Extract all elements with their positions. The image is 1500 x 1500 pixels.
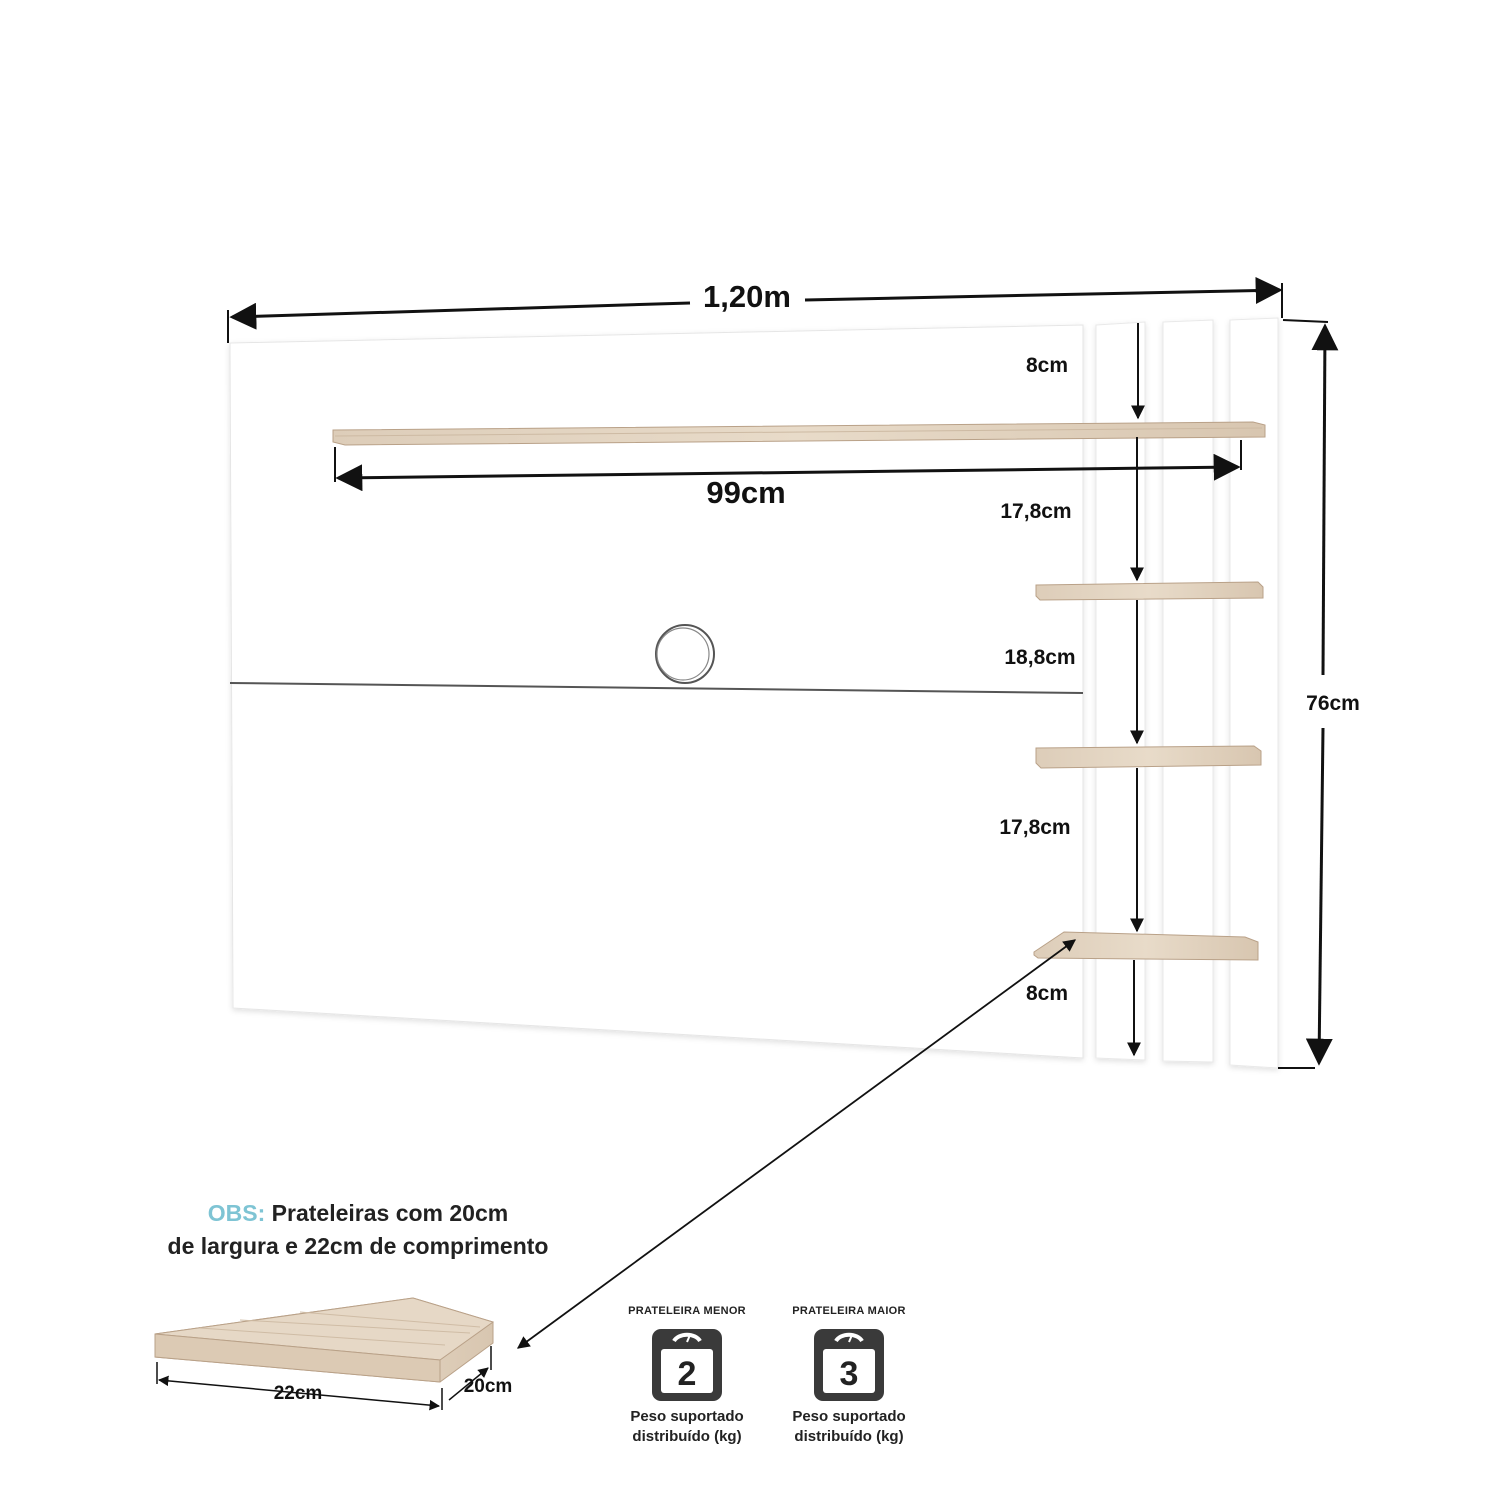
- label-gap-2: 18,8cm: [1004, 646, 1075, 669]
- dimension-total-height: [1278, 319, 1339, 1069]
- weight-note-line2: distribuído (kg): [632, 1428, 742, 1445]
- dimension-shelf-length: [334, 440, 1242, 492]
- tv-panel: [229, 317, 1279, 1069]
- weight-badge-caption: PRATELEIRA MAIOR: [792, 1305, 906, 1317]
- label-total-width: 1,20m: [703, 279, 791, 314]
- shelf-small-2: [1035, 745, 1262, 769]
- obs-line1: Prateleiras com 20cm: [271, 1200, 509, 1226]
- panel-joint-line: [229, 682, 1084, 694]
- label-gap-3: 17,8cm: [999, 816, 1070, 839]
- label-shelf-length: 99cm: [706, 475, 785, 510]
- shelf-long: [332, 421, 1266, 446]
- weight-badge-caption: PRATELEIRA MENOR: [628, 1305, 746, 1317]
- weight-value-small: 2: [678, 1355, 697, 1393]
- label-total-height: 76cm: [1306, 692, 1360, 715]
- label-detail-length: 22cm: [274, 1383, 323, 1404]
- obs-note: OBS: Prateleiras com 20cm de largura e 2…: [118, 1197, 598, 1263]
- shelf-small-1: [1035, 581, 1264, 601]
- scale-icon: 2: [650, 1327, 724, 1403]
- weight-note-line1: Peso suportado: [792, 1408, 906, 1425]
- dimension-total-width: [227, 277, 1283, 343]
- weight-value-large: 3: [840, 1355, 859, 1393]
- label-gap-top: 8cm: [1026, 354, 1068, 377]
- obs-key: OBS:: [207, 1200, 266, 1226]
- scale-icon: 3: [812, 1327, 886, 1403]
- label-gap-bottom: 8cm: [1026, 982, 1068, 1005]
- weight-badge-large: PRATELEIRA MAIOR 3 Peso suportado distri…: [774, 1305, 924, 1447]
- weight-note-line2: distribuído (kg): [794, 1428, 904, 1445]
- detail-pointer-arrow: [516, 939, 1077, 1349]
- weight-note-line1: Peso suportado: [630, 1408, 744, 1425]
- weight-badge-small: PRATELEIRA MENOR 2 Peso suportado distri…: [612, 1305, 762, 1447]
- label-gap-1: 17,8cm: [1000, 500, 1071, 523]
- cable-hole-icon: [655, 624, 715, 684]
- label-detail-depth: 20cm: [464, 1376, 513, 1397]
- dimension-detail: [156, 1346, 492, 1411]
- obs-line2: de largura e 22cm de comprimento: [167, 1233, 549, 1259]
- dimension-gaps: [1127, 323, 1145, 1057]
- shelf-detail: [154, 1297, 495, 1383]
